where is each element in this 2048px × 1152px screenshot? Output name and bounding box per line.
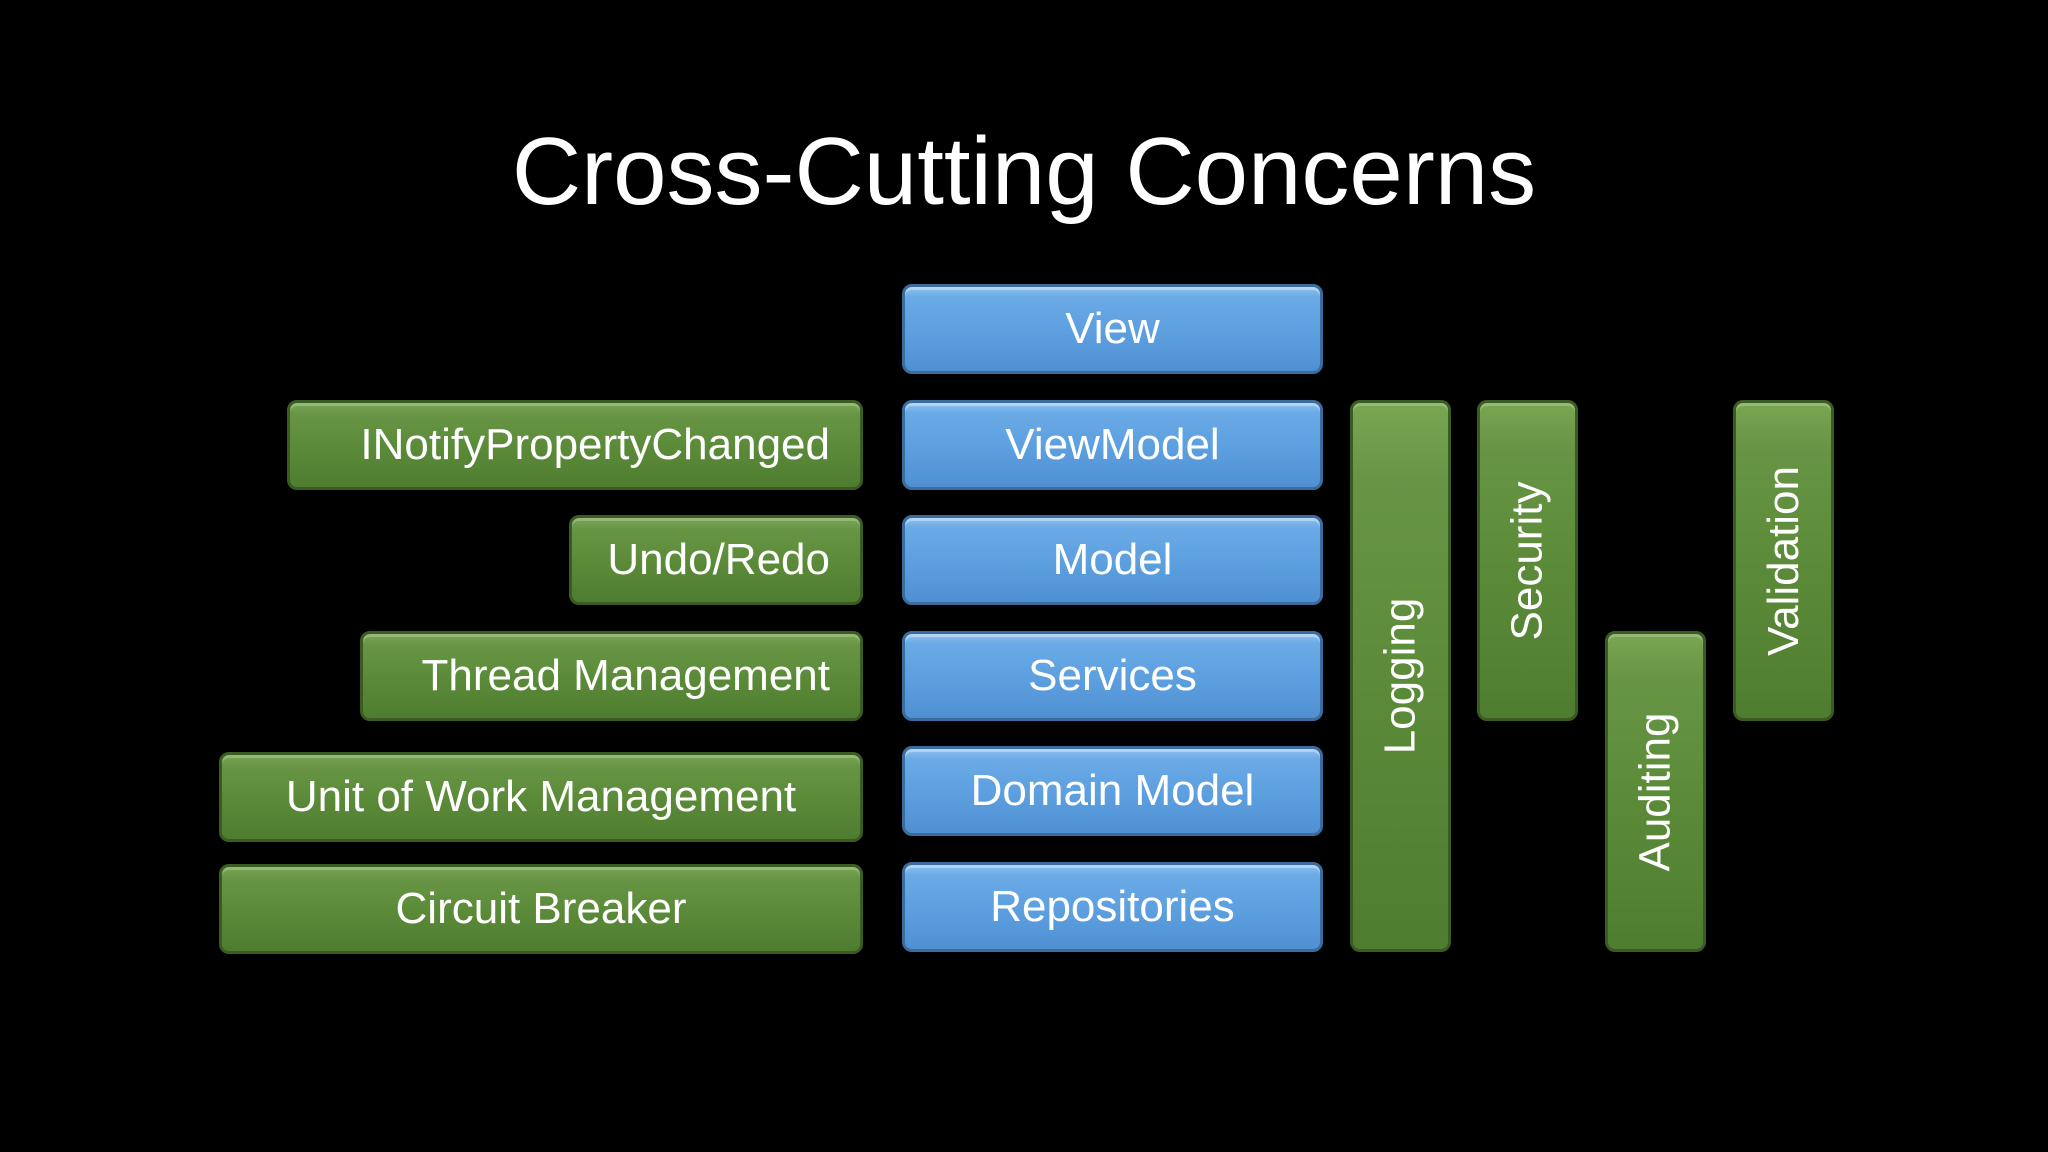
concern-security: Security — [1477, 400, 1578, 721]
concern-thread-management: Thread Management — [360, 631, 863, 721]
layer-viewmodel: ViewModel — [902, 400, 1323, 490]
layer-model: Model — [902, 515, 1323, 605]
concern-auditing-label: Auditing — [1630, 711, 1680, 872]
slide-title: Cross-Cutting Concerns — [511, 118, 1537, 225]
concern-undo-redo: Undo/Redo — [569, 515, 863, 605]
concern-unit-of-work-management: Unit of Work Management — [219, 752, 863, 842]
layer-domain-model: Domain Model — [902, 746, 1323, 836]
layer-repositories: Repositories — [902, 862, 1323, 952]
concern-security-label: Security — [1502, 481, 1552, 640]
layer-view: View — [902, 284, 1323, 374]
concern-auditing: Auditing — [1605, 631, 1706, 952]
concern-logging-label: Logging — [1375, 597, 1425, 755]
layer-services: Services — [902, 631, 1323, 721]
concern-logging: Logging — [1350, 400, 1451, 952]
concern-validation-label: Validation — [1758, 465, 1808, 656]
concern-circuit-breaker: Circuit Breaker — [219, 864, 863, 954]
concern-validation: Validation — [1733, 400, 1834, 721]
concern-inotifypropertychanged: INotifyPropertyChanged — [287, 400, 863, 490]
